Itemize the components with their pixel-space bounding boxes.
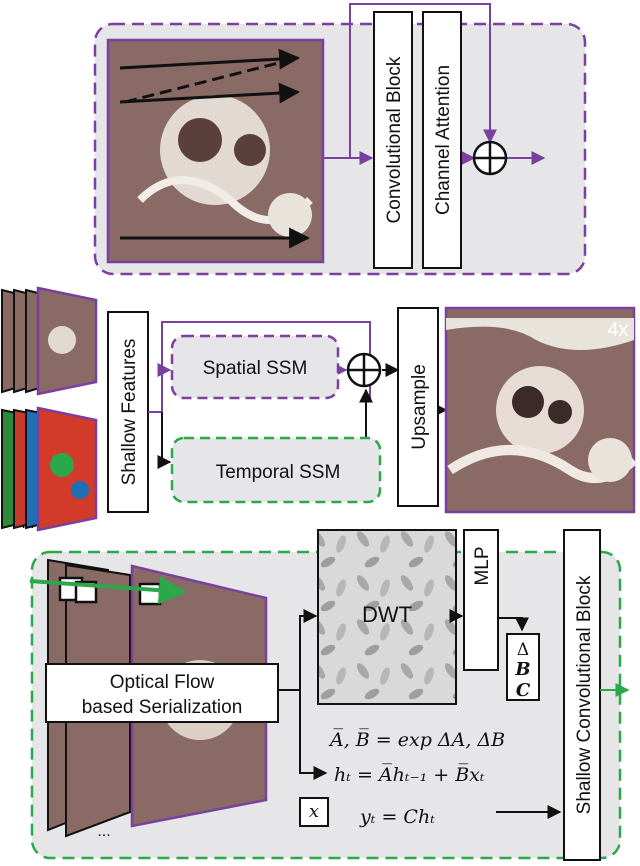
x-symbol: x (309, 801, 319, 822)
delta-bc-box (506, 633, 540, 701)
mlp-label: MLP (472, 546, 493, 585)
shallow-features-block (107, 311, 149, 513)
delta-symbol: Δ (517, 640, 529, 660)
channel-attention-label: Channel Attention (433, 65, 454, 215)
equation-output: yₜ = Chₜ (359, 806, 435, 828)
top-block: Convolutional Block Channel Attention (93, 3, 587, 276)
scan-arrow-2 (119, 82, 301, 104)
mlp-block (463, 529, 499, 671)
scan-arrow-1 (119, 48, 301, 70)
frame-stack-bottom (0, 406, 98, 532)
flow-arrow-green (29, 576, 187, 605)
shallow-features-label: Shallow Features (119, 339, 140, 486)
upsample-block (397, 307, 439, 507)
temporal-ssm-block (170, 436, 382, 504)
dwt-label: DWT (362, 602, 412, 627)
bottom-block: ... Optical Flow based Serialization DWT… (29, 529, 630, 861)
convolutional-block (373, 11, 413, 269)
sum-node-middle (346, 352, 382, 388)
bottom-frames-ellipsis: ... (97, 823, 110, 840)
sum-node-top (472, 140, 508, 176)
optical-flow-line-1: Optical Flow (110, 672, 215, 693)
shallow-conv-block (563, 529, 601, 861)
equation-state: hₜ = A̅hₜ₋₁ + B̅xₜ (334, 764, 485, 786)
b-symbol: B (514, 659, 530, 680)
spatial-ssm-block (170, 334, 340, 400)
spatial-ssm-label: Spatial SSM (203, 358, 308, 379)
scan-arrow-diag (124, 56, 299, 104)
channel-attention-block (422, 11, 462, 269)
frames-ellipsis: ... (21, 515, 34, 532)
optical-flow-box (45, 663, 279, 723)
top-input-image (106, 38, 325, 264)
dwt-panel (317, 529, 457, 705)
equation-discretize: A̅, B̅ = exp ΔA, ΔB (328, 729, 505, 751)
optical-flow-line-2: based Serialization (82, 697, 243, 718)
x-input-box (299, 797, 329, 827)
scale-badge: 4x (607, 319, 628, 341)
shallow-conv-label: Shallow Convolutional Block (574, 575, 595, 814)
upsample-label: Upsample (409, 364, 430, 450)
conv-block-label: Convolutional Block (384, 56, 405, 223)
middle-row: OR ... Shallow Features Spatial SSM Temp… (0, 286, 638, 532)
frame-stack-top (0, 286, 98, 396)
c-symbol: C (516, 680, 531, 701)
temporal-ssm-label: Temporal SSM (216, 462, 341, 483)
output-image (444, 306, 638, 514)
